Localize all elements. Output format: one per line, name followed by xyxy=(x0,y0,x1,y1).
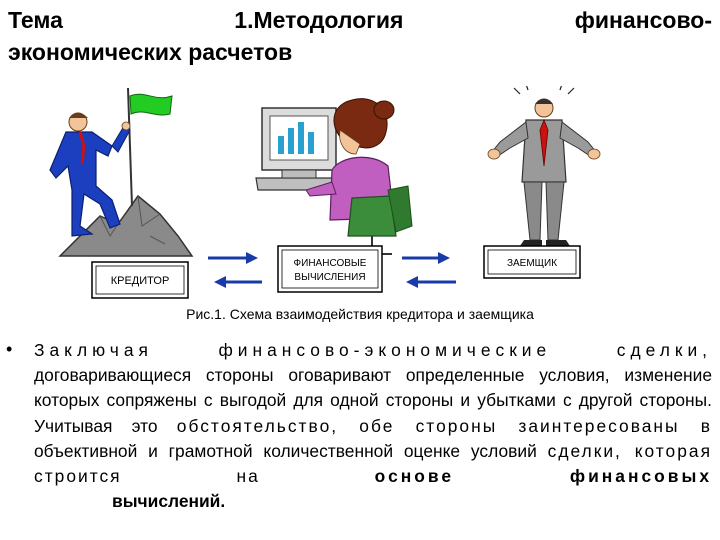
title-word-1: Тема xyxy=(8,7,63,33)
diagram-svg: КРЕДИТОР xyxy=(49,83,601,299)
creditor-label: КРЕДИТОР xyxy=(111,275,170,287)
bullet-marker: • xyxy=(6,339,13,359)
creditor-box xyxy=(91,261,189,299)
arrows-computing-borrower xyxy=(402,252,456,288)
arrows-creditor-computing xyxy=(208,252,262,288)
borrower-label: ЗАЕМЩИК xyxy=(507,258,557,269)
slide-title: Тема 1.Методология финансово- экономичес… xyxy=(8,4,712,68)
computing-box xyxy=(277,245,383,293)
computing-label-2: ВЫЧИСЛЕНИЯ xyxy=(294,272,365,283)
title-word-3: финансово- xyxy=(574,7,712,33)
para-line-4: одной стороны и убытками с другой сторон… xyxy=(34,390,712,436)
figure-caption: Рис.1. Схема взаимодействия кредитора и … xyxy=(186,306,534,322)
para-line-3: условия, изменение которых сопряжены с в… xyxy=(34,365,712,411)
title-line-2: экономических расчетов xyxy=(8,39,293,65)
computing-label-1: ФИНАНСОВЫЕ xyxy=(294,258,367,269)
para-line-5: обстоятельство, обе стороны заинтересова… xyxy=(176,415,712,436)
borrower-box xyxy=(483,245,581,279)
para-line-8-bold: вычислений. xyxy=(112,491,226,512)
para-line-7a: сделки, которая строится на xyxy=(34,440,712,487)
para-line-2: договаривающиеся стороны оговаривают опр… xyxy=(34,365,525,386)
interaction-diagram: КРЕДИТОР xyxy=(0,83,720,306)
para-line-6: объективной и грамотной количественной о… xyxy=(34,440,537,461)
para-line-1: Заключая финансово-экономические сделки, xyxy=(34,340,712,360)
borrower-illustration xyxy=(487,83,601,246)
computing-illustration xyxy=(255,98,413,255)
body-paragraph: Заключая финансово-экономические сделки,… xyxy=(34,338,712,514)
para-line-7b-bold: основе финансовых xyxy=(374,466,712,487)
title-word-2: 1.Методология xyxy=(234,7,404,33)
creditor-illustration xyxy=(49,87,194,257)
